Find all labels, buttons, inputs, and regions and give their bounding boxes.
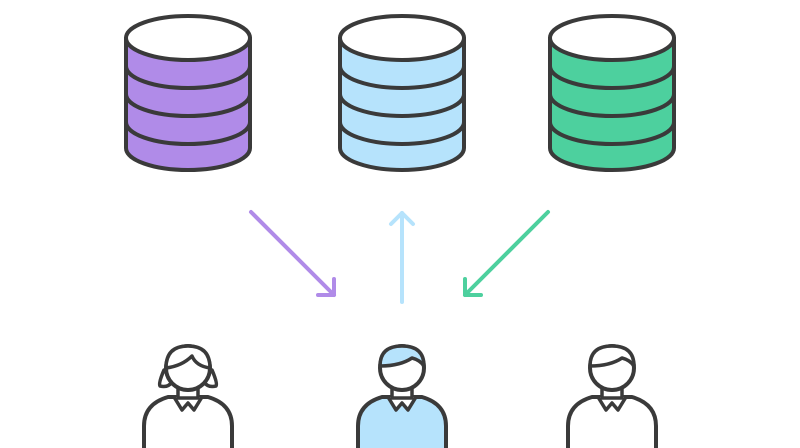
- database-ring: [338, 93, 466, 118]
- database-ring: [548, 65, 676, 90]
- database-ring: [124, 93, 252, 118]
- arrow-head: [389, 211, 415, 226]
- database-top: [124, 14, 252, 62]
- database-body: [548, 36, 676, 172]
- database-ring: [124, 65, 252, 90]
- arrow-head: [463, 277, 483, 297]
- arrow-shaft: [249, 210, 336, 297]
- user-hair: [164, 344, 212, 370]
- arrow-shaft: [463, 210, 550, 297]
- database-ring: [338, 121, 466, 146]
- user-collar: [386, 396, 418, 412]
- database-ring: [548, 93, 676, 118]
- database-top: [548, 14, 676, 62]
- user-male-icon: [566, 344, 658, 448]
- arrow-down-left-icon: [463, 210, 550, 297]
- database-icon: [338, 14, 466, 172]
- user-male-icon: [356, 344, 448, 448]
- arrow-head: [316, 277, 336, 297]
- user-collar: [596, 396, 628, 412]
- database-icon: [548, 14, 676, 172]
- database-ring: [548, 121, 676, 146]
- user-collar: [172, 396, 204, 412]
- arrow-up-icon: [389, 211, 415, 304]
- database-ring: [124, 121, 252, 146]
- database-icon: [124, 14, 252, 172]
- user-hair: [588, 344, 636, 368]
- database-body: [338, 36, 466, 172]
- database-top: [338, 14, 466, 62]
- arrow-down-right-icon: [249, 210, 336, 297]
- database-body: [124, 36, 252, 172]
- user-hair: [378, 344, 426, 368]
- database-ring: [338, 65, 466, 90]
- user-female-icon: [142, 344, 234, 448]
